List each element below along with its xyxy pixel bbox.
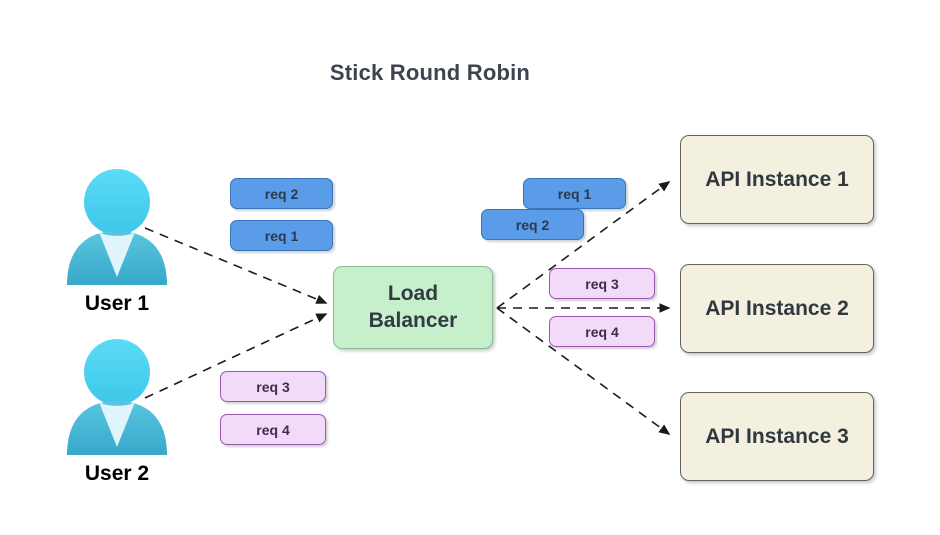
- request-chip-out-req3[interactable]: req 3: [549, 268, 655, 299]
- api-instance-2-node[interactable]: API Instance 2: [680, 264, 874, 353]
- user-2-avatar: [52, 335, 182, 460]
- api-instance-3-node[interactable]: API Instance 3: [680, 392, 874, 481]
- request-chip-user1-req1[interactable]: req 1: [230, 220, 333, 251]
- request-chip-out-req2[interactable]: req 2: [481, 209, 584, 240]
- load-balancer-label-line2: Balancer: [368, 308, 458, 332]
- user-avatar-icon: [67, 169, 167, 285]
- request-chip-out-req4[interactable]: req 4: [549, 316, 655, 347]
- api-instance-1-label: API Instance 1: [705, 167, 849, 191]
- user-1-avatar: [52, 165, 182, 290]
- load-balancer-node[interactable]: Load Balancer: [333, 266, 493, 349]
- request-chip-out-req1[interactable]: req 1: [523, 178, 626, 209]
- page-title: Stick Round Robin: [329, 60, 531, 85]
- api-instance-1-node[interactable]: API Instance 1: [680, 135, 874, 224]
- api-instance-2-label: API Instance 2: [705, 296, 849, 320]
- user-2-group: User 2: [42, 335, 192, 486]
- api-instance-3-label: API Instance 3: [705, 424, 849, 448]
- user-1-group: User 1: [42, 165, 192, 316]
- user-2-label: User 2: [84, 462, 150, 485]
- load-balancer-label-line1: Load: [387, 282, 439, 306]
- request-chip-user2-req4[interactable]: req 4: [220, 414, 326, 445]
- request-chip-user1-req2[interactable]: req 2: [230, 178, 333, 209]
- load-balancer-label: Load Balancer: [369, 281, 458, 333]
- request-chip-user2-req3[interactable]: req 3: [220, 371, 326, 402]
- user-avatar-icon: [67, 339, 167, 455]
- user-1-label: User 1: [84, 292, 150, 315]
